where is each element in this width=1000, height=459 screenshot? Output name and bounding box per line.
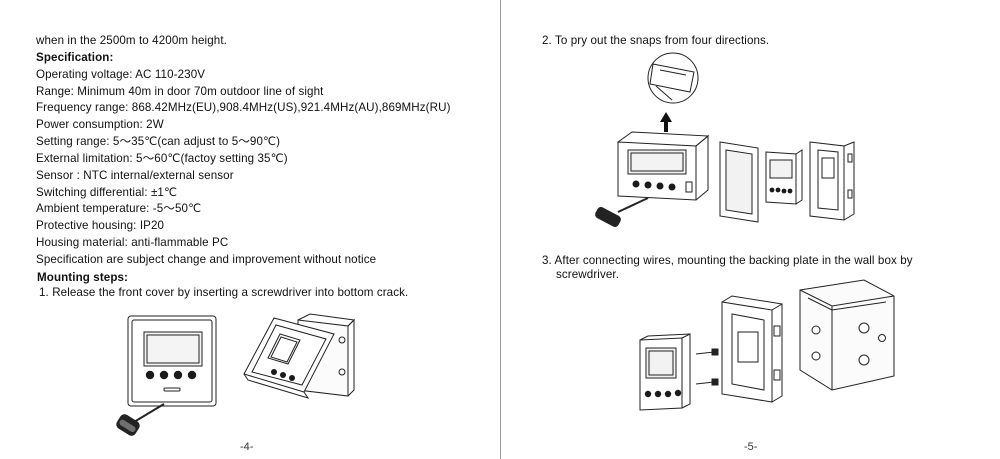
spec-line: External limitation: 5～60℃(factoy settin… [36, 151, 288, 165]
step-2-text: 2. To pry out the snaps from four direct… [542, 34, 770, 47]
page-number-right: -5- [744, 441, 758, 453]
spec-line: Protective housing: IP20 [36, 219, 165, 233]
open-cover-illustration [238, 312, 358, 412]
step-3-text-line1: 3. After connecting wires, mounting the … [542, 254, 913, 267]
spec-line: Switching differential: ±1℃ [36, 185, 178, 199]
mounting-heading: Mounting steps: [37, 270, 129, 284]
spec-line: Housing material: anti-flammable PC [36, 236, 229, 250]
page-number-left: -4- [240, 441, 254, 453]
specification-text: when in the 2500m to 4200m height. Speci… [36, 33, 496, 300]
spec-heading: Specification: [36, 50, 114, 64]
pry-out-illustration [595, 50, 948, 227]
step-3-text-line2: screwdriver. [556, 268, 620, 281]
spec-line: Setting range: 5～35℃(can adjust to 5～90℃… [36, 135, 281, 149]
page-divider [500, 0, 501, 459]
spec-line: Frequency range: 868.42MHz(EU),908.4MHz(… [36, 101, 451, 115]
left-page: when in the 2500m to 4200m height. Speci… [36, 33, 496, 453]
spec-line: Sensor : NTC internal/external sensor [36, 168, 234, 182]
spec-line: Specification are subject change and imp… [36, 252, 377, 266]
right-page: 2. To pry out the snaps from four direct… [500, 0, 1000, 459]
spec-line: Operating voltage: AC 110-230V [36, 67, 206, 81]
thermostat-front-illustration [116, 312, 223, 436]
intro-line: when in the 2500m to 4200m height. [36, 34, 227, 47]
spec-line: Power consumption: 2W [36, 118, 164, 132]
spec-line: Ambient temperature: -5～50℃ [36, 202, 202, 216]
step-1-text: 1. Release the front cover by inserting … [39, 285, 409, 299]
spec-line: Range: Minimum 40m in door 70m outdoor l… [36, 84, 324, 98]
mounting-illustration [632, 278, 902, 433]
